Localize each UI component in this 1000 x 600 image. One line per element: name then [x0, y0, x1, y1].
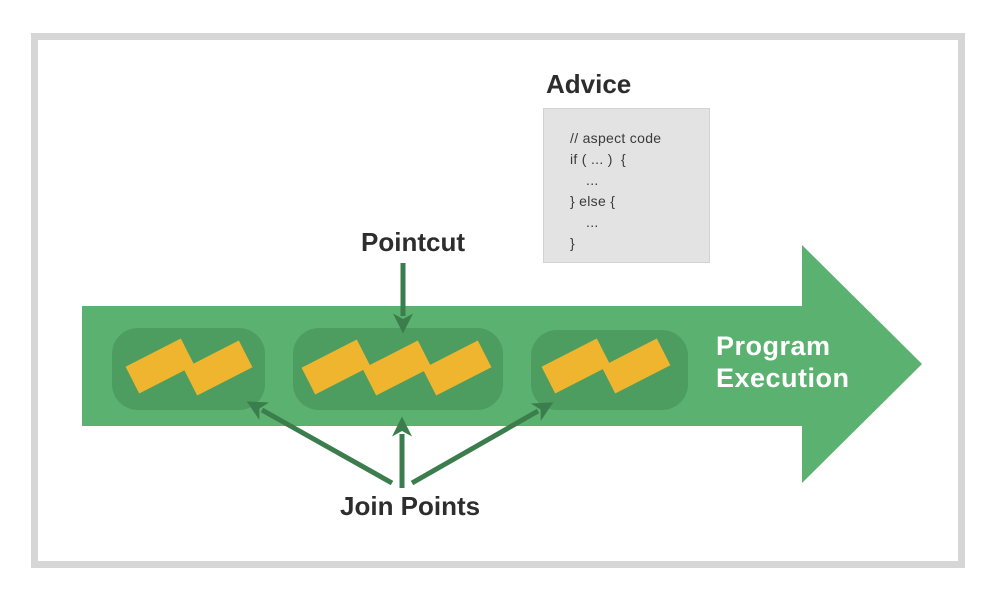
code-line: ...	[586, 172, 599, 188]
program-execution-arrow-head	[802, 245, 922, 483]
code-line: } else {	[570, 193, 616, 209]
pointcut-label: Pointcut	[361, 227, 465, 257]
code-line: if ( ... ) {	[570, 151, 627, 167]
advice-label: Advice	[546, 69, 632, 99]
program-execution-label-line1: Program	[716, 331, 831, 361]
join-points-label: Join Points	[340, 491, 481, 521]
program-execution-label: Program Execution	[716, 330, 850, 394]
program-execution-label-line2: Execution	[716, 363, 850, 393]
code-line: // aspect code	[570, 130, 662, 146]
code-line: ...	[586, 214, 599, 230]
advice-code-box: // aspect code if ( ... ) { ... } else {…	[543, 108, 710, 263]
code-line: }	[570, 235, 575, 251]
